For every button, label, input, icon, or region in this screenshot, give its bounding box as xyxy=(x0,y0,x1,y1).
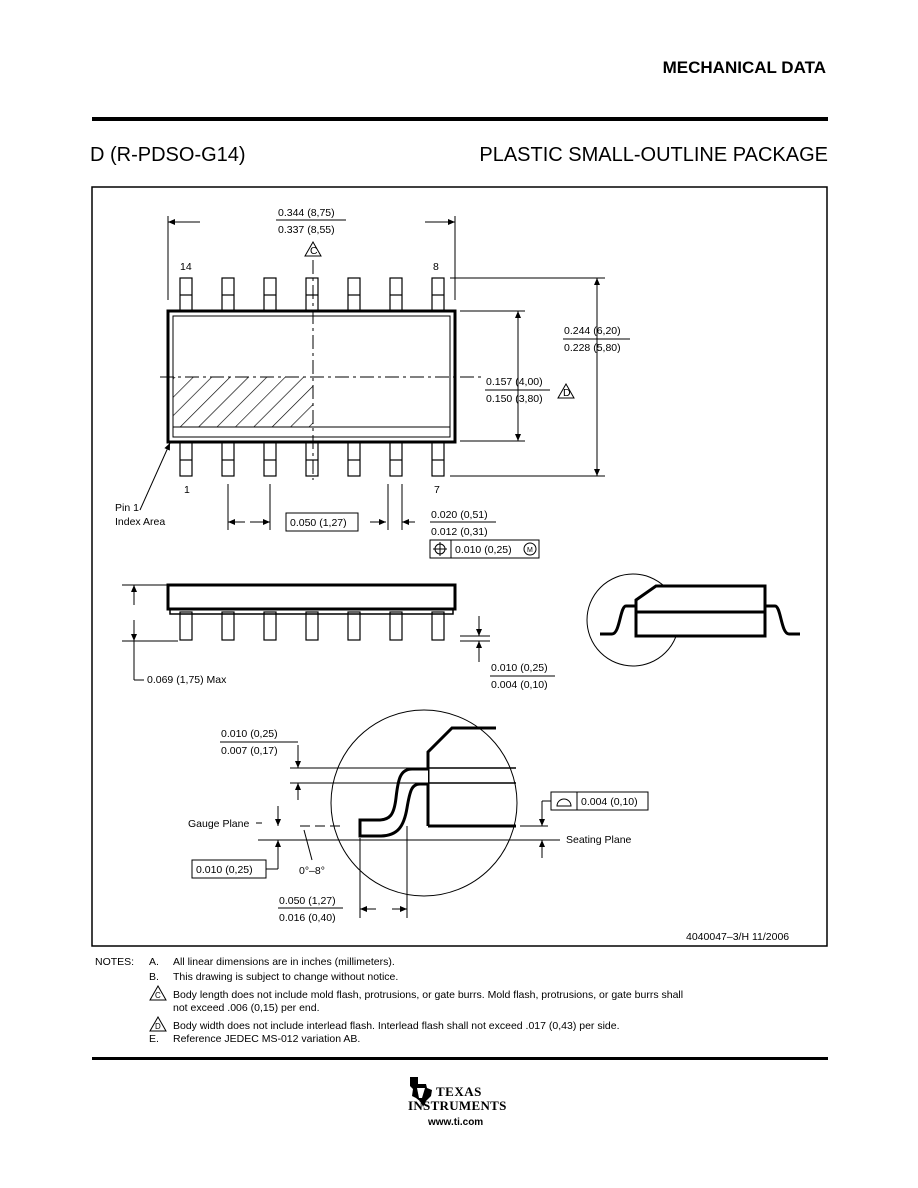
drawing-number: 4040047–3/H 11/2006 xyxy=(686,931,789,943)
gauge-plane-label: Gauge Plane xyxy=(188,818,249,830)
note-c-triangle-icon: C xyxy=(149,984,167,1006)
ti-brand-line1: TEXAS xyxy=(436,1084,482,1099)
note-key: A. xyxy=(149,956,159,968)
dim-lead-width-max: 0.020 (0,51) xyxy=(431,509,488,521)
note-key: B. xyxy=(149,971,159,983)
dim-length-max: 0.344 (8,75) xyxy=(278,207,335,219)
svg-text:C: C xyxy=(155,991,161,1000)
footer-url[interactable]: www.ti.com xyxy=(428,1117,484,1128)
dim-lead-thk-max: 0.010 (0,25) xyxy=(221,728,278,740)
dim-body-width-max: 0.157 (4,00) xyxy=(486,376,543,388)
dim-lead-thk-min: 0.007 (0,17) xyxy=(221,745,278,757)
detail-dimensions xyxy=(191,741,649,918)
end-view xyxy=(586,573,800,667)
notes-title: NOTES: xyxy=(95,956,135,968)
dim-standoff-max: 0.010 (0,25) xyxy=(491,662,548,674)
bottom-rule xyxy=(92,1057,828,1060)
dim-lead-width-min: 0.012 (0,31) xyxy=(431,526,488,538)
ti-logo: TEXAS INSTRUMENTS xyxy=(408,1074,518,1114)
dim-standoff-min: 0.004 (0,10) xyxy=(491,679,548,691)
section-title: MECHANICAL DATA xyxy=(662,58,826,77)
ti-state-icon xyxy=(410,1077,432,1107)
top-rule xyxy=(92,117,828,121)
dim-total-width-min: 0.228 (5,80) xyxy=(564,342,621,354)
note-text: Body length does not include mold flash,… xyxy=(173,989,684,1001)
pin-7-label: 7 xyxy=(434,484,440,496)
gauge-dim: 0.010 (0,25) xyxy=(196,864,253,876)
position-modifier: M xyxy=(527,547,533,554)
side-view-dimensions xyxy=(122,584,555,681)
svg-text:D: D xyxy=(155,1022,161,1031)
top-view-dimensions xyxy=(139,216,630,559)
note-text: Body width does not include interlead fl… xyxy=(173,1020,620,1032)
dim-height-max: 0.069 (1,75) Max xyxy=(147,674,227,686)
coplanarity-value: 0.004 (0,10) xyxy=(581,796,638,808)
note-text: Reference JEDEC MS-012 variation AB. xyxy=(173,1033,361,1045)
note-text: not exceed .006 (0,15) per end. xyxy=(173,1002,320,1014)
note-c-marker: C xyxy=(310,245,318,257)
side-view xyxy=(166,583,457,641)
ti-brand-line2: INSTRUMENTS xyxy=(408,1098,507,1113)
position-tolerance: 0.010 (0,25) xyxy=(455,544,512,556)
angle-label: 0°–8° xyxy=(299,865,325,877)
pin-8-label: 8 xyxy=(433,261,439,273)
package-code: D (R-PDSO-G14) xyxy=(90,144,246,166)
pin-1-label: 1 xyxy=(184,484,190,496)
pin1-label-line2: Index Area xyxy=(115,516,165,528)
package-name: PLASTIC SMALL-OUTLINE PACKAGE xyxy=(479,144,828,166)
pin-14-label: 14 xyxy=(180,261,192,273)
drawing-frame xyxy=(91,186,828,947)
dim-length-min: 0.337 (8,55) xyxy=(278,224,335,236)
top-view xyxy=(160,260,485,480)
note-text: This drawing is subject to change withou… xyxy=(173,971,399,983)
note-d-triangle-icon: D xyxy=(149,1015,167,1037)
dim-pitch: 0.050 (1,27) xyxy=(290,517,347,529)
note-text: All linear dimensions are in inches (mil… xyxy=(173,956,395,968)
dim-total-width-max: 0.244 (6,20) xyxy=(564,325,621,337)
note-key: E. xyxy=(149,1033,159,1045)
note-d-marker: D xyxy=(563,387,571,399)
pin1-label-line1: Pin 1 xyxy=(115,502,139,514)
dim-foot-min: 0.016 (0,40) xyxy=(279,912,336,924)
dim-body-width-min: 0.150 (3,80) xyxy=(486,393,543,405)
dim-foot-max: 0.050 (1,27) xyxy=(279,895,336,907)
seating-plane-label: Seating Plane xyxy=(566,834,632,846)
